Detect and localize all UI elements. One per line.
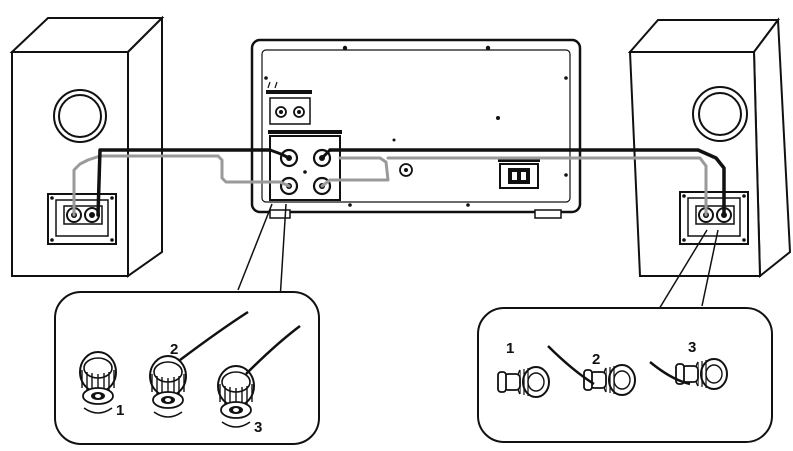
callout-leader-lines: [237, 203, 719, 315]
step-label: 1: [506, 340, 514, 357]
step-label: 3: [254, 419, 262, 436]
speaker-terminal-plate: [47, 193, 117, 245]
woofer-icon: [692, 86, 748, 142]
main-unit-rear: [250, 38, 582, 219]
step-label: 3: [688, 339, 696, 356]
right-inset-panel: 1 2 3: [477, 307, 773, 443]
step-label: 2: [170, 341, 178, 358]
step-label: 1: [116, 402, 124, 419]
binding-post-step2: [149, 355, 187, 409]
left-speaker: [9, 15, 165, 278]
binding-post-step1: [79, 351, 117, 405]
left-inset-panel: 1 2 3: [54, 291, 320, 445]
speaker-cables: [72, 148, 726, 217]
woofer-icon: [53, 89, 107, 143]
binding-post-step3: [217, 365, 255, 419]
right-speaker: [627, 17, 792, 279]
speaker-terminal-plate: [679, 191, 749, 245]
step-label: 2: [592, 351, 600, 368]
